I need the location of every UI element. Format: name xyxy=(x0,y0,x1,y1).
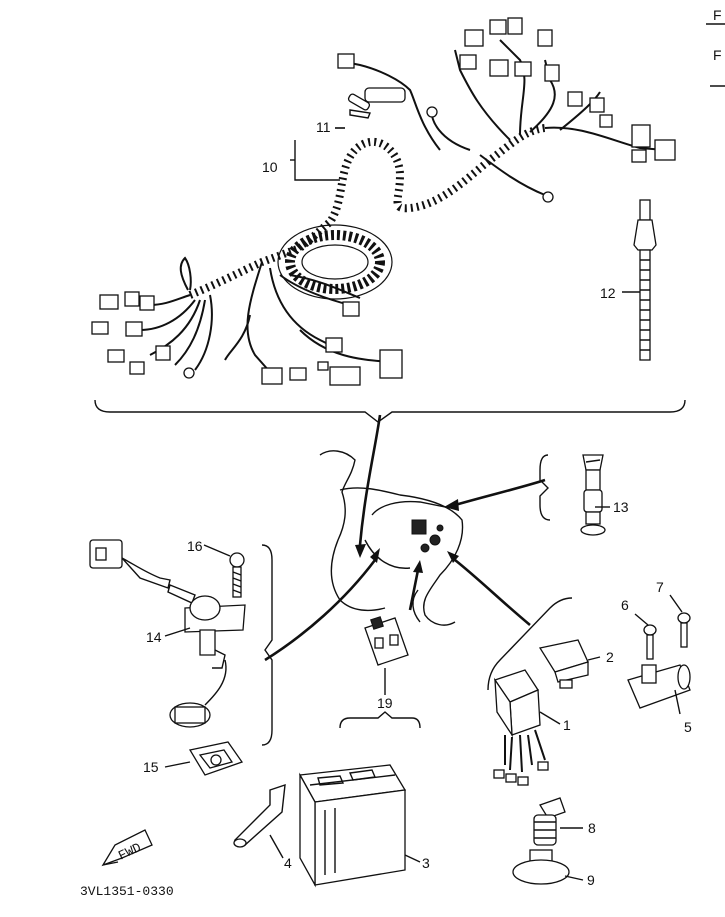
cable-band xyxy=(633,199,657,361)
callout-8: 8 xyxy=(588,820,596,836)
spark-plug xyxy=(512,849,570,885)
battery xyxy=(298,764,407,888)
screw-7 xyxy=(677,612,691,648)
bracket-13 xyxy=(539,454,551,521)
breather-hose xyxy=(233,783,286,848)
fwd-arrow-icon xyxy=(101,829,153,867)
edge-mark-1: F xyxy=(713,7,722,23)
callout-14: 14 xyxy=(146,629,162,645)
bolt-16 xyxy=(229,552,245,598)
callout-16: 16 xyxy=(187,538,203,554)
leader-lines xyxy=(164,127,683,881)
drawing-code: 3VL1351-0330 xyxy=(80,884,174,899)
wire-harness xyxy=(91,17,676,386)
frame-outline xyxy=(319,450,464,626)
callout-6: 6 xyxy=(621,597,629,613)
edge-mark-2: F xyxy=(713,47,722,63)
callout-7: 7 xyxy=(656,579,664,595)
callout-15: 15 xyxy=(143,759,159,775)
screw-6 xyxy=(643,624,657,660)
ignition-coil xyxy=(627,664,691,709)
edge-mark-lines xyxy=(706,23,725,87)
battery-bracket xyxy=(339,711,421,729)
callout-3: 3 xyxy=(422,855,430,871)
callout-12: 12 xyxy=(600,285,616,301)
gasket xyxy=(188,741,244,776)
connector-cluster-left xyxy=(91,291,171,375)
starter-relay xyxy=(493,669,549,786)
flasher-relay xyxy=(538,639,589,689)
callout-2: 2 xyxy=(606,649,614,665)
plug-cap xyxy=(533,797,566,846)
callout-4: 4 xyxy=(284,855,292,871)
callout-13: 13 xyxy=(613,499,629,515)
callout-9: 9 xyxy=(587,872,595,888)
fuel-sender xyxy=(89,539,246,728)
callout-11: 11 xyxy=(316,119,331,135)
grommet xyxy=(580,454,606,536)
plug-cord xyxy=(559,689,631,801)
bracket-1 xyxy=(487,597,573,691)
connector-cluster-top xyxy=(459,17,676,163)
callout-5: 5 xyxy=(684,719,692,735)
bracket-14 xyxy=(261,544,273,746)
callout-10: 10 xyxy=(262,159,278,175)
relay-box xyxy=(364,616,409,666)
pointer-lines xyxy=(264,414,546,662)
harness-bracket xyxy=(94,399,686,423)
callout-19: 19 xyxy=(377,695,393,711)
callout-1: 1 xyxy=(563,717,571,733)
